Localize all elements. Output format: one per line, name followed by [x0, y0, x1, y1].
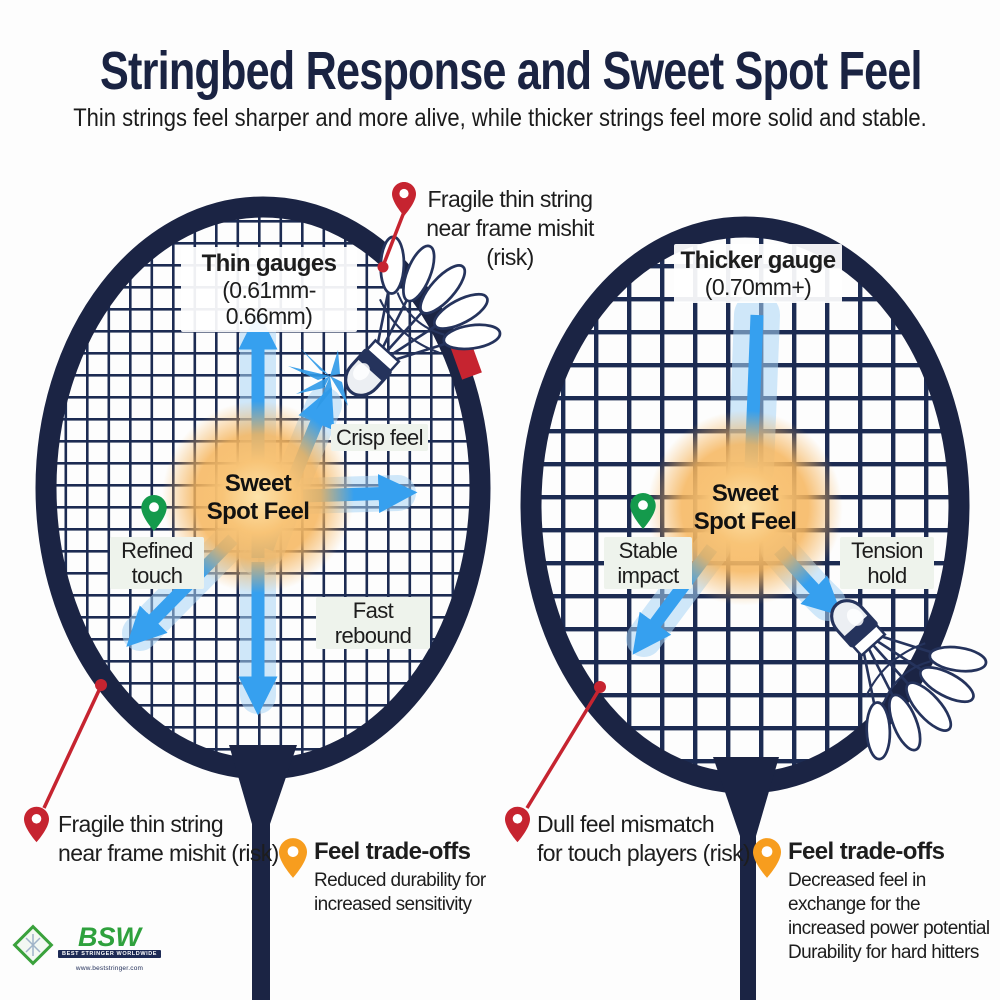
right-tradeoff-desc3: increased power potential	[788, 918, 990, 939]
orange-pin-icon	[279, 838, 307, 878]
right-tradeoff-note: Feel trade-offs Decreased feel in exchan…	[788, 838, 990, 965]
left-sweet-line1: Sweet	[224, 470, 292, 497]
bsw-logo-url: www.beststringer.com	[75, 965, 144, 972]
bsw-logo-text: BSW	[78, 922, 142, 952]
refined-touch-tag: Refined touch	[110, 537, 204, 589]
left-risk-line1: Fragile thin string	[58, 811, 224, 837]
green-pin-icon	[141, 495, 167, 531]
top-risk-note: Fragile thin string near frame mishit (r…	[420, 185, 600, 272]
right-risk-line2: for touch players (risk)	[537, 840, 751, 866]
tension-hold-tag: Tension hold	[840, 537, 934, 589]
top-risk-line1: Fragile thin string	[427, 186, 593, 212]
risk-pointer-dots	[95, 261, 606, 693]
bsw-logo: BSW BEST STRINGER WORLDWIDE www.beststri…	[12, 922, 162, 972]
top-risk-line2: near frame mishit	[426, 215, 594, 241]
bsw-logo-tagline: BEST STRINGER WORLDWIDE	[58, 950, 162, 958]
impact-burst	[288, 348, 348, 410]
stable-impact-tag: Stable impact	[604, 537, 692, 589]
right-risk-note: Dull feel mismatch for touch players (ri…	[537, 810, 751, 868]
left-tradeoff-desc2: increased sensitivity	[314, 894, 472, 915]
left-risk-line2: near frame mishit (risk)	[58, 840, 279, 866]
green-pin-icon	[630, 493, 656, 529]
left-risk-note: Fragile thin string near frame mishit (r…	[58, 810, 279, 868]
right-sweet-line1: Sweet	[711, 480, 779, 507]
refined-line1: Refined	[121, 538, 193, 563]
red-pin-icon	[392, 182, 416, 216]
left-tradeoff-note: Feel trade-offs Reduced durability for i…	[314, 838, 486, 917]
stable-line2: impact	[617, 563, 679, 588]
page-title: Stringbed Response and Sweet Spot Feel	[100, 41, 923, 101]
left-gauge-label: Thin gauges (0.61mm-0.66mm)	[181, 247, 357, 332]
left-frame	[35, 196, 491, 1000]
left-gauge-title: Thin gauges	[201, 250, 337, 277]
left-tradeoff-title: Feel trade-offs	[314, 838, 471, 865]
orange-pin-icon	[753, 838, 781, 878]
fast-line2: rebound	[334, 623, 412, 648]
right-gauge-label: Thicker gauge (0.70mm+)	[674, 244, 842, 303]
right-sweet-spot-label: Sweet Spot Feel	[675, 480, 815, 536]
fast-line1: Fast	[352, 598, 394, 623]
right-tradeoff-title: Feel trade-offs	[788, 838, 945, 865]
fast-rebound-tag: Fast rebound	[316, 597, 430, 649]
refined-line2: touch	[131, 563, 183, 588]
left-gauge-range: (0.61mm-0.66mm)	[222, 277, 316, 329]
red-pin-icon	[24, 806, 49, 843]
right-tradeoff-desc4: Durability for hard hitters	[788, 942, 979, 963]
crisp-feel-tag: Crisp feel	[331, 424, 428, 451]
right-tradeoff-desc2: exchange for the	[788, 894, 921, 915]
bsw-logo-icon	[12, 924, 54, 966]
red-pin-icon	[505, 806, 530, 843]
page-subtitle: Thin strings feel sharper and more alive…	[73, 104, 927, 132]
tension-line1: Tension	[851, 538, 923, 563]
left-tradeoff-desc1: Reduced durability for	[314, 870, 486, 891]
right-gauge-title: Thicker gauge	[680, 247, 837, 274]
right-frame	[520, 216, 970, 1000]
right-risk-line1: Dull feel mismatch	[537, 811, 715, 837]
top-risk-line3: (risk)	[486, 244, 534, 270]
right-gauge-range: (0.70mm+)	[704, 274, 812, 300]
tension-line2: hold	[867, 563, 907, 588]
risk-pointer-lines	[42, 211, 602, 809]
right-sweet-line2: Spot Feel	[693, 508, 797, 535]
stable-line1: Stable	[618, 538, 678, 563]
right-tradeoff-desc1: Decreased feel in	[788, 870, 926, 891]
left-sweet-spot-label: Sweet Spot Feel	[188, 470, 328, 526]
left-sweet-line2: Spot Feel	[206, 498, 310, 525]
